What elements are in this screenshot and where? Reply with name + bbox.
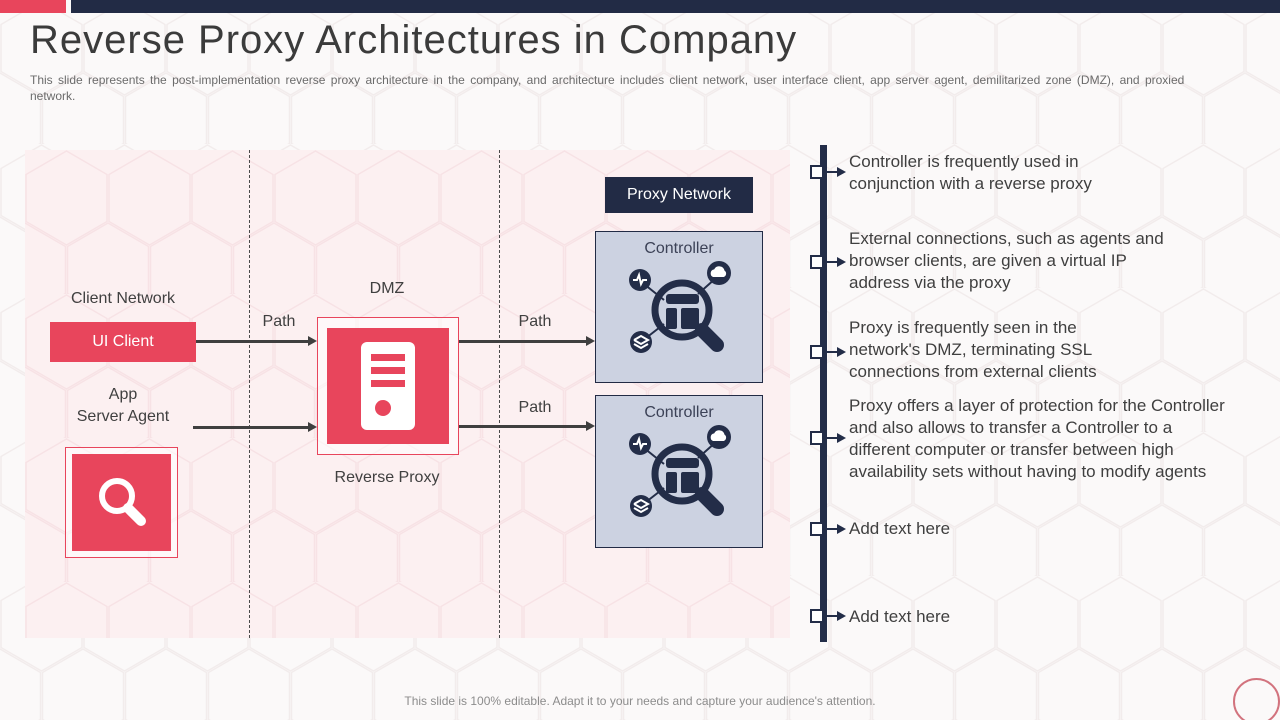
timeline-square-icon <box>810 522 824 536</box>
page-subtitle: This slide represents the post-implement… <box>30 73 1185 103</box>
timeline-item-2: External connections, such as agents and… <box>849 228 1164 294</box>
timeline-item-line: External connections, such as agents and <box>849 229 1164 248</box>
timeline-item-line: browser clients, are given a virtual IP <box>849 251 1127 270</box>
proxy-network-badge: Proxy Network <box>605 177 753 213</box>
timeline-square-icon <box>810 345 824 359</box>
timeline-marker <box>810 345 846 359</box>
path-label-2: Path <box>518 313 552 330</box>
timeline-item-6-placeholder[interactable]: Add text here <box>849 606 950 628</box>
footer-note: This slide is 100% editable. Adapt it to… <box>404 694 876 708</box>
ui-client-node: UI Client <box>50 322 196 362</box>
reverse-proxy-tile <box>327 328 449 444</box>
timeline-item-3: Proxy is frequently seen in the network'… <box>849 317 1097 383</box>
timeline-item-line: and also allows to transfer a Controller… <box>849 418 1173 437</box>
timeline-item-line: conjunction with a reverse proxy <box>849 174 1092 193</box>
timeline-item-line: connections from external clients <box>849 362 1097 381</box>
timeline-square-icon <box>810 255 824 269</box>
arrow-right-icon <box>824 347 846 357</box>
controller-bottom-label: Controller <box>644 404 714 421</box>
timeline-item-line: availability sets without having to modi… <box>849 462 1207 481</box>
timeline-marker <box>810 431 846 445</box>
timeline-item-line: Proxy is frequently seen in the <box>849 318 1077 337</box>
page-title: Reverse Proxy Architectures in Company <box>30 18 798 62</box>
architecture-diagram-panel: Client Network UI Client App Server Agen… <box>25 150 790 638</box>
server-icon <box>361 342 415 430</box>
timeline-item-5-placeholder[interactable]: Add text here <box>849 518 950 540</box>
arrow-right-icon <box>824 611 846 621</box>
timeline-item-line: Add text here <box>849 519 951 538</box>
top-bar-accent <box>0 0 66 13</box>
top-bar <box>71 0 1280 13</box>
timeline-item-1: Controller is frequently used in conjunc… <box>849 151 1092 195</box>
arrow-agent-to-proxy <box>193 422 317 432</box>
controller-node-bottom: Controller <box>595 395 763 548</box>
app-server-agent-node <box>65 447 178 558</box>
client-network-label: Client Network <box>70 290 176 307</box>
search-icon <box>98 477 146 526</box>
controller-top-label: Controller <box>644 240 714 257</box>
timeline-line <box>820 145 827 642</box>
app-server-agent-tile <box>72 454 171 551</box>
arrow-right-icon <box>824 524 846 534</box>
timeline-marker <box>810 609 846 623</box>
arrow-right-icon <box>824 433 846 443</box>
timeline-square-icon <box>810 165 824 179</box>
timeline-square-icon <box>810 431 824 445</box>
dmz-label: DMZ <box>369 280 405 297</box>
timeline-marker <box>810 165 846 179</box>
controller-icon <box>629 261 731 353</box>
arrow-proxy-to-controller-top <box>459 336 595 346</box>
arrow-ui-client-to-proxy <box>196 336 317 346</box>
zone-divider-right <box>499 150 500 638</box>
timeline-item-line: Controller is frequently used in <box>849 152 1079 171</box>
timeline-marker <box>810 522 846 536</box>
controller-icon <box>629 425 731 517</box>
controller-node-top: Controller <box>595 231 763 383</box>
timeline-square-icon <box>810 609 824 623</box>
reverse-proxy-node <box>317 317 459 455</box>
timeline-item-line: Add text here <box>849 607 951 626</box>
timeline-item-line: network's DMZ, terminating SSL <box>849 340 1093 359</box>
path-label-3: Path <box>518 399 552 416</box>
arrow-proxy-to-controller-bottom <box>459 421 595 431</box>
arrow-right-icon <box>824 257 846 267</box>
corner-circle-decoration <box>1233 678 1280 720</box>
zone-divider-left <box>249 150 250 638</box>
proxy-network-label: Proxy Network <box>626 186 732 203</box>
reverse-proxy-label: Reverse Proxy <box>334 469 440 486</box>
app-server-agent-label-line1: App <box>108 386 138 403</box>
timeline-marker <box>810 255 846 269</box>
arrow-right-icon <box>824 167 846 177</box>
ui-client-label: UI Client <box>92 333 154 350</box>
path-label-1: Path <box>262 313 296 330</box>
timeline-item-4: Proxy offers a layer of protection for t… <box>849 395 1225 483</box>
app-server-agent-label-line2: Server Agent <box>76 408 170 425</box>
timeline-item-line: address via the proxy <box>849 273 1011 292</box>
timeline-item-line: Proxy offers a layer of protection for t… <box>849 396 1225 415</box>
timeline-item-line: different computer or transfer between h… <box>849 440 1174 459</box>
